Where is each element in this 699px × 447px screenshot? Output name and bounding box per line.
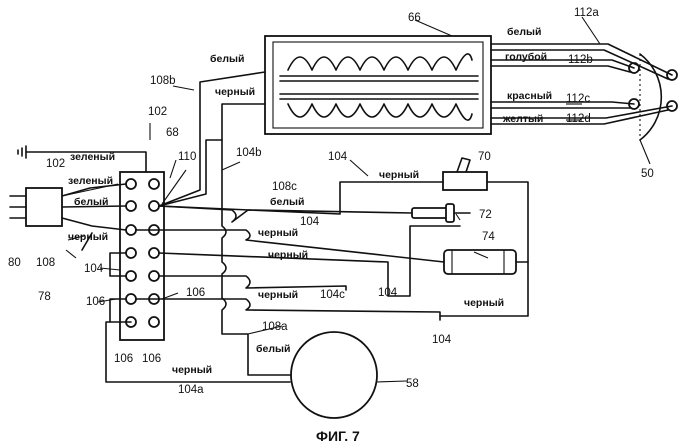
wire-label-belyy-112a: белый [507, 26, 541, 38]
label-108c: 108c [272, 181, 297, 193]
terminal-block-68 [120, 172, 164, 340]
label-104-bot: 104 [378, 287, 398, 299]
component-74 [444, 250, 516, 274]
label-58: 58 [406, 378, 419, 390]
label-72: 72 [479, 209, 492, 221]
power-plug-80 [10, 188, 62, 226]
label-112a: 112a [574, 7, 599, 19]
wire-label-krasnyy: красный [507, 90, 552, 102]
motor-50 [629, 54, 677, 140]
label-102-left: 102 [46, 158, 65, 170]
wire-label-zelenyy-ground: зеленый [70, 151, 115, 163]
label-104-far: 104 [432, 334, 452, 346]
wire-label-chernyy-switch: черный [379, 169, 419, 181]
label-110: 110 [178, 151, 196, 163]
wire-label-belyy-108a: белый [256, 343, 290, 355]
wire-label-goluboy: голубой [505, 51, 547, 63]
label-108b: 108b [150, 75, 176, 87]
wire-label-zheltyy: желтый [502, 113, 543, 125]
wire-label-chernyy-plug: черный [68, 231, 108, 243]
label-104-top: 104 [328, 151, 348, 163]
label-104b: 104b [236, 147, 262, 159]
label-104-mid: 104 [300, 216, 320, 228]
heater-element-66 [265, 36, 491, 134]
label-66: 66 [408, 12, 421, 24]
label-108a: 108a [262, 321, 288, 333]
label-108: 108 [36, 257, 55, 269]
label-106-right: 106 [186, 287, 205, 299]
label-104c: 104c [320, 289, 345, 301]
motor-58 [291, 332, 377, 418]
label-70: 70 [478, 151, 491, 163]
label-74: 74 [482, 231, 495, 243]
wire-label-chernyy-74: черный [268, 249, 308, 261]
wire-label-belyy-plug: белый [74, 196, 108, 208]
label-106-b1: 106 [114, 353, 133, 365]
label-112c: 112c [566, 93, 590, 105]
wire-label-chernyy-104c: черный [258, 289, 298, 301]
label-104-left: 104 [84, 263, 104, 275]
label-112d: 112d [566, 113, 591, 125]
label-68: 68 [166, 127, 179, 139]
label-112b: 112b [568, 54, 593, 66]
wire-label-chernyy-72: черный [258, 227, 298, 239]
label-104a: 104a [178, 384, 204, 396]
label-106-left: 106 [86, 296, 105, 308]
label-80: 80 [8, 257, 21, 269]
wire-label-belyy-top: белый [210, 53, 244, 65]
wire-label-chernyy-104a: черный [172, 364, 212, 376]
label-50: 50 [641, 168, 654, 180]
label-102-top: 102 [148, 106, 167, 118]
figure-caption: ФИГ. 7 [316, 428, 360, 444]
wire-label-zelenyy-plug: зеленый [68, 175, 113, 187]
wire-label-belyy-108c: белый [270, 196, 304, 208]
label-78: 78 [38, 291, 51, 303]
label-106-b2: 106 [142, 353, 161, 365]
wire-label-chernyy-right: черный [464, 297, 504, 309]
indicator-72 [412, 204, 470, 222]
wire-label-chernyy-heater: черный [215, 86, 255, 98]
